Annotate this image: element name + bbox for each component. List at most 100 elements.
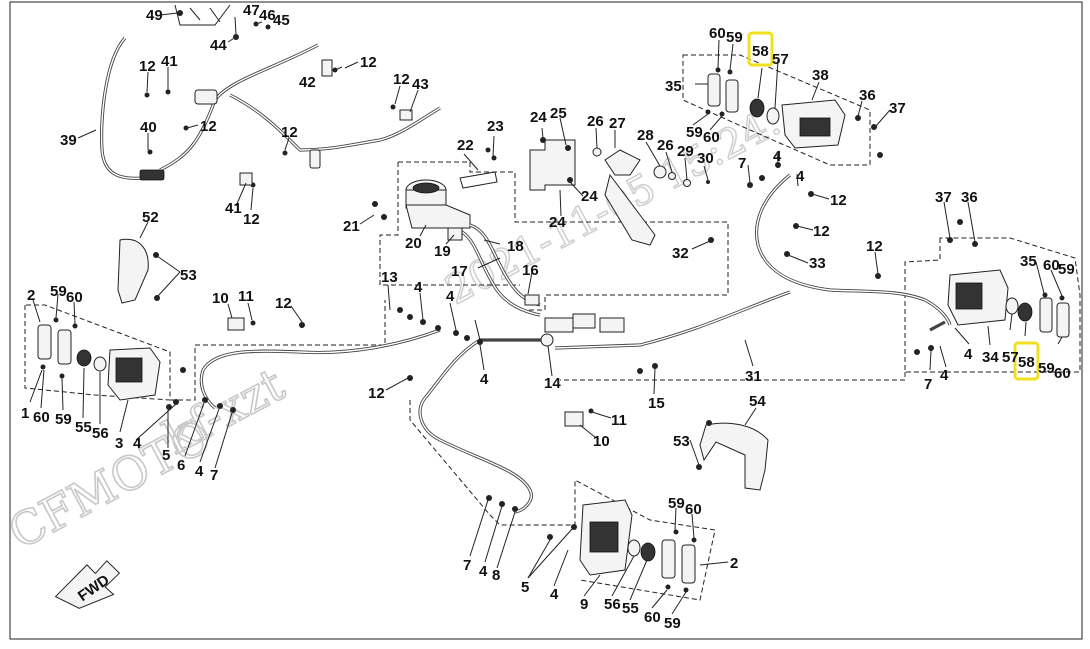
callout-59: 59: [668, 495, 685, 512]
callout-32: 32: [672, 245, 689, 262]
callout-5: 5: [521, 579, 529, 596]
forward-direction-arrow: FWD: [54, 560, 121, 609]
callout-12: 12: [139, 58, 156, 75]
callout-6: 6: [177, 457, 185, 474]
callout-12: 12: [281, 124, 298, 141]
bracket-10: [227, 317, 245, 331]
callout-4: 4: [964, 346, 973, 363]
callout-34: 34: [982, 349, 999, 366]
callout-4: 4: [550, 586, 559, 603]
callout-38: 38: [812, 67, 829, 84]
caliper-38: [705, 67, 883, 158]
callout-24: 24: [549, 214, 566, 231]
callout-53: 53: [673, 433, 690, 450]
callout-59: 59: [50, 283, 67, 300]
callout-24: 24: [530, 109, 547, 126]
piston-58-lower: [1017, 302, 1033, 322]
caliper-9-outline: [409, 400, 716, 601]
callout-30: 30: [697, 150, 714, 167]
cable-bracket-41: [239, 172, 253, 186]
callout-4: 4: [195, 463, 204, 480]
callout-60: 60: [33, 409, 50, 426]
callout-8: 8: [492, 567, 500, 584]
callout-29: 29: [677, 143, 694, 160]
callout-59: 59: [1058, 261, 1075, 278]
callout-7: 7: [924, 376, 932, 393]
callout-4: 4: [414, 279, 423, 296]
cable-mount-43: [399, 109, 413, 121]
callout-4: 4: [446, 288, 455, 305]
highlight-box-58-upper: [747, 31, 774, 67]
callout-26: 26: [657, 137, 674, 154]
callout-41: 41: [161, 53, 178, 70]
callout-36: 36: [961, 189, 978, 206]
proportioning-valve-14: [540, 333, 554, 347]
callout-58-highlighted: 58: [1018, 354, 1035, 371]
callout-4: 4: [480, 371, 489, 388]
callout-28: 28: [637, 127, 654, 144]
callout-4: 4: [479, 563, 488, 580]
callout-26: 26: [587, 113, 604, 130]
callout-leaders: [29, 12, 1063, 615]
callout-12: 12: [360, 54, 377, 71]
callout-41: 41: [225, 200, 242, 217]
callout-23: 23: [487, 118, 504, 135]
callout-7: 7: [210, 467, 218, 484]
callout-13: 13: [381, 269, 398, 286]
callout-60: 60: [1043, 257, 1060, 274]
guard-54: [699, 422, 769, 491]
callout-59: 59: [686, 124, 703, 141]
caliper-3: [37, 317, 186, 410]
master-cylinder: [372, 147, 625, 333]
callout-53: 53: [180, 267, 197, 284]
callout-37: 37: [935, 189, 952, 206]
callout-40: 40: [140, 119, 157, 136]
callout-4: 4: [940, 367, 949, 384]
callout-49: 49: [146, 7, 163, 24]
callout-10: 10: [593, 433, 610, 450]
piston-58-upper: [749, 98, 765, 118]
callout-12: 12: [830, 192, 847, 209]
cable-bracket: [309, 149, 321, 169]
callout-19: 19: [434, 243, 451, 260]
callout-27: 27: [609, 115, 626, 132]
callout-2: 2: [730, 555, 738, 572]
callout-15: 15: [648, 395, 665, 412]
caliper-34: [947, 219, 1070, 338]
callout-22: 22: [457, 137, 474, 154]
callout-31: 31: [745, 368, 762, 385]
callout-17: 17: [451, 263, 468, 280]
callout-2: 2: [27, 287, 35, 304]
caliper-9: [486, 495, 697, 593]
callout-3: 3: [115, 435, 123, 452]
callout-14: 14: [544, 375, 561, 392]
guard-52: [117, 238, 149, 304]
rear-brake-lines: [554, 162, 952, 381]
callout-60: 60: [709, 25, 726, 42]
callout-59: 59: [55, 411, 72, 428]
callout-9: 9: [580, 596, 588, 613]
watermark: CFMOTO kf-xzt 2021-11-05 15:24:: [0, 98, 789, 561]
callout-12: 12: [368, 385, 385, 402]
junction-block: [544, 317, 574, 333]
cable-mount: [321, 59, 333, 77]
front-brake-lines: [170, 300, 594, 514]
callout-59: 59: [726, 29, 743, 46]
callout-12: 12: [866, 238, 883, 255]
callout-18: 18: [507, 238, 524, 255]
callout-55: 55: [622, 600, 639, 617]
callout-55: 55: [75, 419, 92, 436]
callout-57: 57: [772, 51, 789, 68]
callout-7: 7: [738, 155, 746, 172]
callout-16: 16: [522, 262, 539, 279]
callout-46: 46: [259, 7, 276, 24]
callout-36: 36: [859, 87, 876, 104]
callout-33: 33: [809, 255, 826, 272]
callout-12: 12: [275, 295, 292, 312]
callout-59: 59: [1038, 360, 1055, 377]
callout-35: 35: [1020, 253, 1037, 270]
callout-20: 20: [405, 235, 422, 252]
callout-57: 57: [1002, 349, 1019, 366]
callout-12: 12: [200, 118, 217, 135]
